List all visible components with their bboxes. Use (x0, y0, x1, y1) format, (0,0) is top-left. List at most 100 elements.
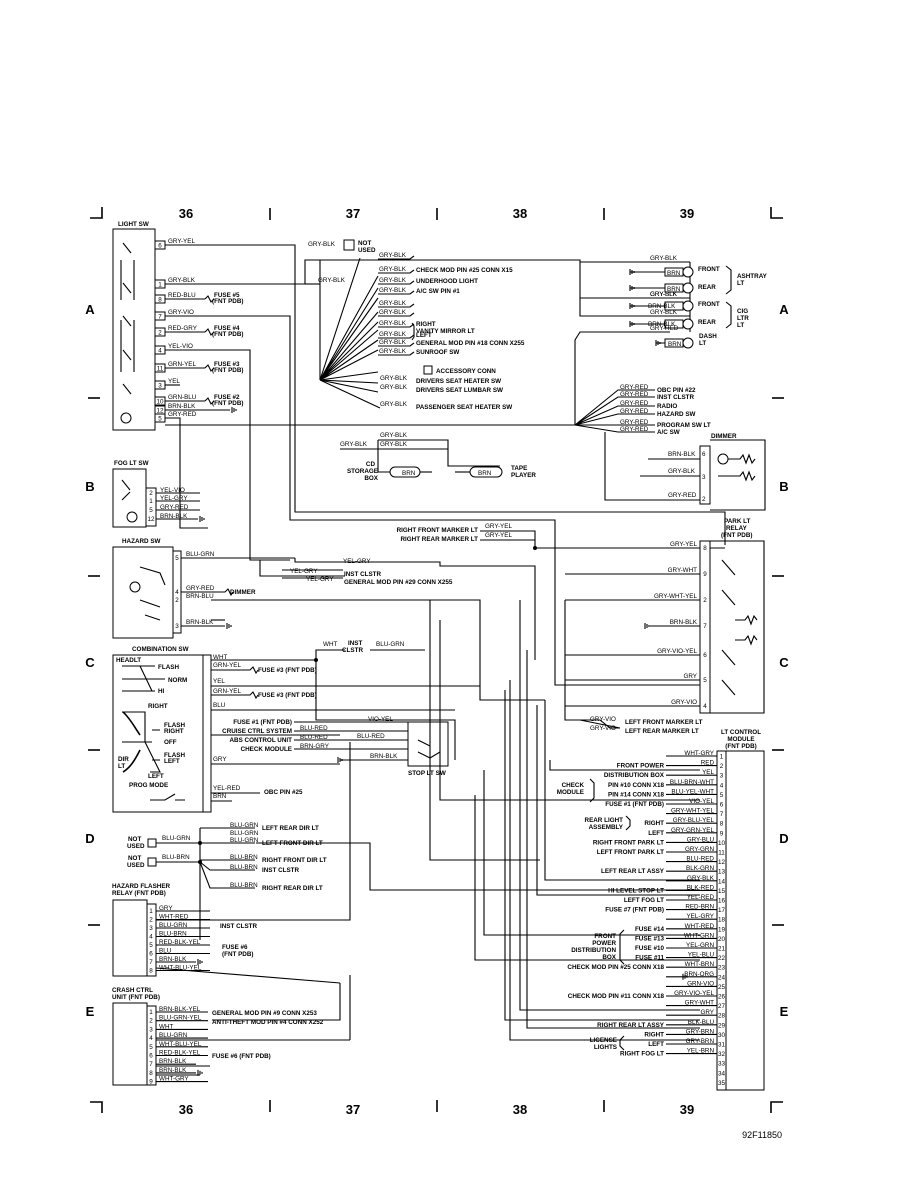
combo-brn: BRN (213, 793, 227, 800)
light-sw-pin-number: 2 (158, 330, 162, 337)
combo-box (112, 654, 204, 813)
top-load-label: RIGHT (416, 321, 436, 328)
blugrn-label: BLU-GRN (376, 641, 405, 648)
ground-icon (197, 959, 203, 965)
ltc-pin: 15 (718, 888, 726, 895)
park-light-relay: PARK LT RELAY (FNT PDB) 8GRY-YEL9GRY-WHT… (565, 518, 765, 714)
corner-mark-tr (770, 207, 783, 219)
row-label-d-right: D (779, 831, 788, 846)
ashtray-wire-label: BRN (667, 270, 681, 277)
light-sw-pin-number: 12 (156, 408, 164, 415)
bulb-icon (682, 282, 694, 294)
crash-wire: WHT-GRY (159, 1076, 189, 1083)
crash-wire: BLU-GRN-YEL (159, 1015, 202, 1022)
dimmer: DIMMER 6 3 2 BRN-BLK GRY-BLK GRY-RED (640, 433, 766, 511)
hazard-box (112, 546, 174, 639)
dir-nu-2a: NOT (128, 855, 141, 862)
light-sw-fuse-location: (FNT PDB) (212, 367, 243, 374)
ltc-pin: 6 (720, 802, 724, 809)
lrm-wire: GRY-VIO (590, 725, 616, 732)
ltc-title-1: LT CONTROL (721, 729, 761, 736)
light-sw-pin-number: 11 (157, 366, 164, 373)
inst-2: CLSTR (342, 647, 363, 654)
ltc-wire: YEL (702, 769, 714, 776)
ltc-destination: LEFT (648, 830, 664, 837)
dir-nu-2b: USED (127, 862, 145, 869)
dimmer-title: DIMMER (711, 433, 737, 440)
ltc-wire: BLK-RED (687, 884, 715, 891)
light-sw-wire-label: GRY-VIO (168, 309, 194, 316)
column-label-37: 37 (346, 206, 360, 221)
seat-wire-2: GRY-BLK (380, 384, 408, 391)
crash-fuse: FUSE #6 (FNT PDB) (212, 1053, 271, 1060)
hfr-pin: 7 (149, 959, 153, 966)
ltc-pin: 20 (718, 936, 726, 943)
ltc-pin: 17 (718, 907, 726, 914)
park-wire: GRY-WHT-YEL (654, 593, 698, 600)
fog-connector (145, 487, 157, 527)
ltc-pin: 22 (718, 955, 726, 962)
ltc-pin: 1 (720, 754, 724, 761)
not-used-1: NOT (358, 240, 371, 247)
ltc-destination: LEFT (648, 1041, 664, 1048)
fuse-arrow (204, 397, 215, 405)
hfr-title-1: HAZARD FLASHER (112, 883, 171, 890)
combo-wire: WHT (213, 654, 227, 661)
top-load-line (378, 334, 415, 339)
park-wire: GRY-VIO (671, 699, 697, 706)
dimmer-wire-3: GRY-RED (668, 492, 697, 499)
light-sw-pin-number: 8 (158, 297, 162, 304)
cd-label-2: STORAGE (347, 468, 378, 475)
top-load-line (378, 312, 415, 317)
ltc-wire: GRY-WHT (685, 1000, 715, 1007)
light-sw-wire-label: RED-GRY (168, 325, 198, 332)
ltc-pin: 28 (718, 1013, 726, 1020)
ltc-body (725, 750, 765, 1091)
lrm-label: LEFT REAR MARKER LT (625, 728, 699, 735)
ltc-wire: VIO-YEL (689, 798, 714, 805)
top-load-wire: GRY-BLK (379, 339, 407, 346)
tape-label-2: PLAYER (511, 472, 536, 479)
ltc-destination: FUSE #7 (FNT PDB) (605, 907, 664, 914)
park-pin: 4 (703, 703, 707, 710)
ltc-destination: LEFT REAR LT ASSY (601, 868, 665, 875)
fog-pin: 12 (147, 516, 155, 523)
ashtray-wire-label: GRY-BLK (650, 309, 678, 316)
ltc-wire: GRY-BLU (687, 836, 715, 843)
ltc-destination: FUSE #14 (635, 926, 665, 933)
ltc-pin: 24 (718, 974, 726, 981)
ltc-wire: YEL-RED (687, 894, 715, 901)
hz-conn-1: INST CLSTR (344, 571, 382, 578)
hfr-wire: BLU-GRN (159, 922, 188, 929)
hz-conn-wire-2: YEL-GRY (306, 576, 334, 583)
ground-icon (231, 407, 237, 413)
crash-pin: 6 (149, 1053, 153, 1060)
top-load-wire: GRY-BLK (379, 331, 407, 338)
tape-brn: BRN (478, 470, 492, 477)
figure-id: 92F11850 (742, 1130, 782, 1140)
ltc-pin: 33 (718, 1061, 726, 1068)
lfm-label: LEFT FRONT MARKER LT (625, 719, 703, 726)
hfr-wire: WHT-RED (159, 914, 189, 921)
ltc-destination: FUSE #11 (635, 955, 664, 962)
combo-wire: GRN-YEL (213, 662, 241, 669)
dir-notused-2 (147, 857, 157, 867)
ltc-wire: WHT-GRN (684, 932, 715, 939)
ltc-wire: YEL-BRN (687, 1048, 715, 1055)
park-pin: 5 (703, 677, 707, 684)
bulb-socket (664, 319, 684, 329)
top-load-label: SUNROOF SW (416, 349, 459, 356)
hfr-pin: 2 (149, 917, 153, 924)
ltc-wire: BLU-YEL-WHT (671, 788, 714, 795)
ltc-wire: WHT-GRY (684, 750, 714, 757)
crash-title-1: CRASH CTRL (112, 987, 153, 994)
crash-pin: 8 (149, 1070, 153, 1077)
crash-connector (146, 1005, 157, 1086)
dir-nu-1b: USED (127, 843, 145, 850)
hazard-dimmer-line (181, 588, 234, 597)
dash-label: DASH (699, 333, 717, 340)
